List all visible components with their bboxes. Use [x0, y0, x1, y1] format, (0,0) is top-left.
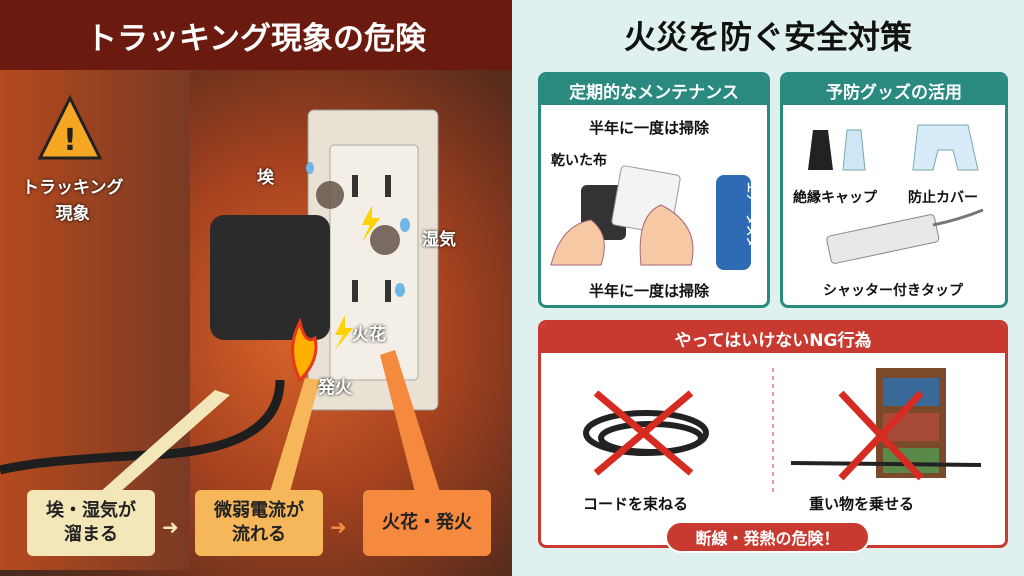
cap-label: 絶縁キャップ — [793, 190, 877, 206]
safety-panel: 火災を防ぐ安全対策 — [512, 0, 1024, 576]
insulating-cap-icon — [808, 130, 833, 170]
cross-icon — [593, 390, 694, 476]
fire-icon — [291, 317, 318, 383]
cover-label: 防止カバー — [908, 190, 978, 206]
plug-adapter — [210, 215, 330, 340]
cloth-label: 乾いた布 — [551, 153, 607, 169]
air-duster-can — [716, 175, 751, 270]
cross-icon — [838, 390, 924, 481]
outlet-illustration: ! — [0, 94, 440, 492]
goods-header: 予防グッズの活用 — [783, 75, 1005, 105]
maintenance-bottom-text: 半年に一度は掃除 — [589, 282, 710, 300]
spark-icon — [362, 205, 380, 242]
cleaning-illustration: エアーダスター — [550, 165, 759, 270]
ng-card: やってはいけないNG行為 コードを束ねる 重い物を乗せる — [538, 320, 1008, 548]
dust-label: 埃 — [257, 168, 274, 188]
cover-icon — [912, 124, 979, 171]
svg-text:エアーダスター: エアーダスター — [745, 182, 759, 258]
tracking-label: トラッキング現象 — [22, 178, 124, 224]
ignition-label: 発火 — [318, 378, 352, 398]
tracking-panel: トラッキング現象の危険 ! トラッキング現象 埃 湿気 火花 発火 埃・湿気が溜… — [0, 0, 512, 576]
flow-step-1: 埃・湿気が溜まる — [27, 490, 155, 556]
cord — [0, 379, 285, 475]
ng-item-bundle: コードを束ねる — [583, 495, 689, 513]
left-title: トラッキング現象の危険 — [0, 0, 512, 70]
danger-badge: 断線・発熱の危険！ — [665, 521, 870, 553]
warning-icon — [37, 94, 103, 160]
flow-step-3: 火花・発火 — [363, 490, 491, 556]
shutter-tap-icon — [826, 214, 940, 264]
right-title: 火災を防ぐ安全対策 — [623, 18, 912, 56]
maintenance-card: 定期的なメンテナンス 半年に一度は掃除 乾いた布 エアーダスター 半年に一度は掃… — [538, 72, 770, 308]
arrow-icon: ➜ — [162, 515, 179, 539]
ng-item-heavy: 重い物を乗せる — [809, 495, 915, 513]
spark-label: 火花 — [352, 325, 386, 345]
maintenance-top-text: 半年に一度は掃除 — [589, 119, 710, 137]
goods-card: 予防グッズの活用 絶縁キャップ 防止カバー シャッター付きタップ — [780, 72, 1008, 308]
svg-text:!: ! — [63, 123, 77, 158]
ng-header: やってはいけないNG行為 — [541, 323, 1005, 353]
flow-step-2: 微弱電流が流れる — [195, 490, 323, 556]
arrow-icon: ➜ — [330, 515, 347, 539]
moisture-label: 湿気 — [422, 230, 456, 250]
tap-label: シャッター付きタップ — [823, 283, 963, 299]
maintenance-header: 定期的なメンテナンス — [541, 75, 767, 105]
